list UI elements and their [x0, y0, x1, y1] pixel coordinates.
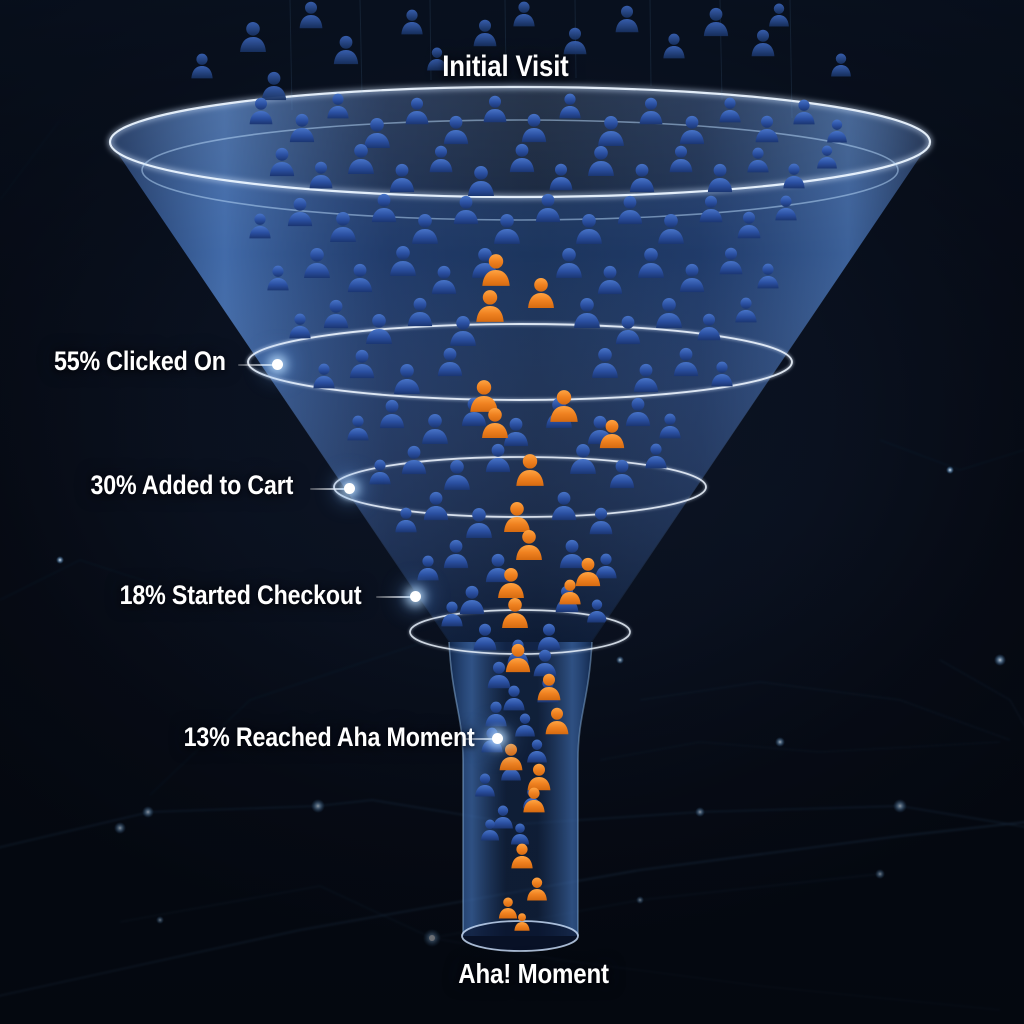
leader-dot-4 — [492, 733, 503, 744]
page-title: Initial Visit — [442, 50, 569, 83]
funnel-cone-shading — [110, 88, 930, 642]
funnel-rim-ellipse — [108, 85, 932, 199]
stage-label-started-checkout: 18% Started Checkout — [119, 580, 362, 610]
bottom-label-aha-moment: Aha! Moment — [458, 958, 609, 989]
stage-label-added-to-cart: 30% Added to Cart — [90, 470, 294, 500]
stage-label-reached-aha-moment: 13% Reached Aha Moment — [183, 722, 475, 752]
stage-ring-1 — [247, 323, 793, 401]
funnel-crowd-group — [249, 93, 847, 931]
leader-line-4 — [464, 738, 498, 740]
leader-dot-2 — [344, 483, 355, 494]
funnel-rim-inner-ellipse — [141, 119, 899, 221]
stage-ring-2 — [333, 456, 707, 518]
neck-right-edge — [577, 641, 593, 936]
leader-line-3 — [376, 596, 416, 598]
leader-dot-3 — [410, 591, 421, 602]
neck-left-edge — [448, 641, 464, 936]
leader-dot-1 — [272, 359, 283, 370]
leader-line-2 — [310, 488, 350, 490]
stage-label-clicked-on: 55% Clicked On — [53, 346, 226, 376]
crowd-blue-upper — [249, 93, 847, 394]
funnel-bottom-opening — [461, 920, 579, 952]
leader-line-1 — [238, 364, 278, 366]
